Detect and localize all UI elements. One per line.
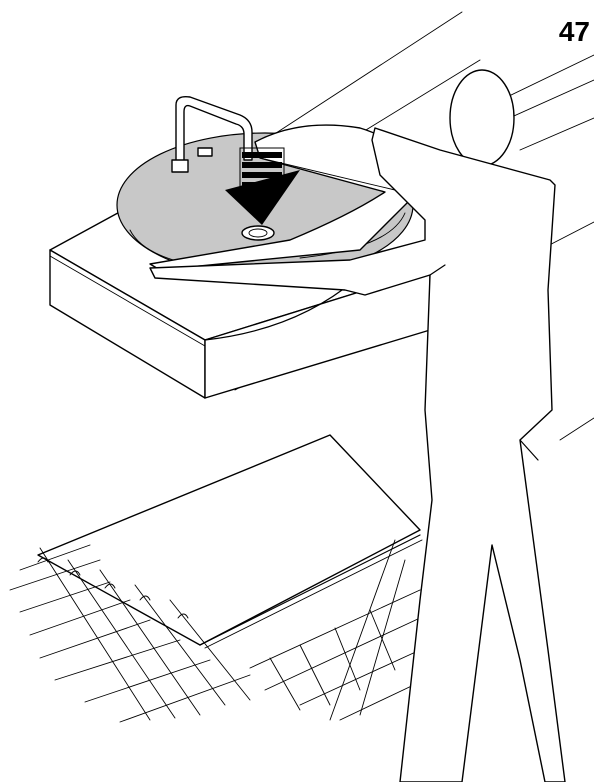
head <box>450 70 514 166</box>
floor-mat <box>38 435 422 648</box>
drain-icon <box>242 226 274 240</box>
